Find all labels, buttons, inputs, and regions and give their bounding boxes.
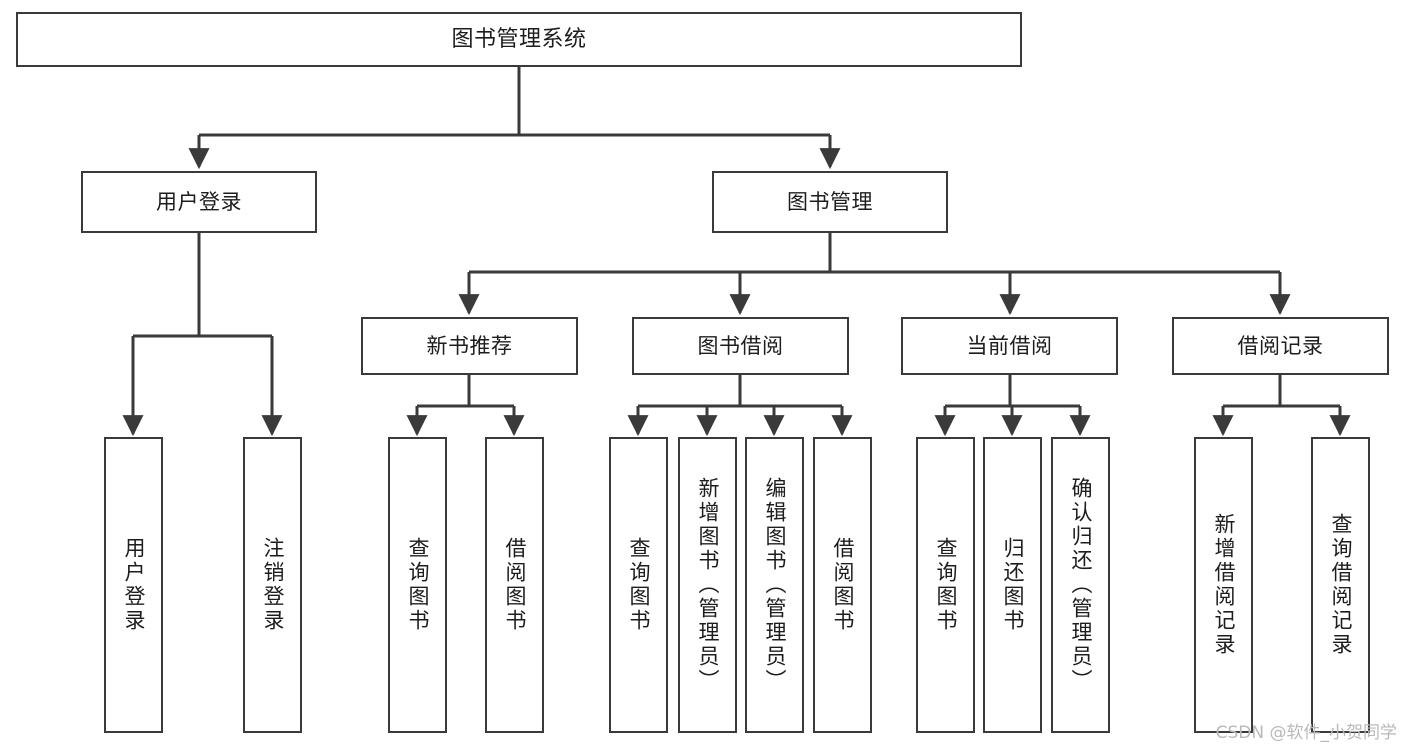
node-book-management[interactable]: 图书管理 xyxy=(712,171,948,233)
leaf-confirm-return-admin[interactable]: 确认归还（管理员） xyxy=(1051,437,1110,733)
leaf-query-book-recommend[interactable]: 查询图书 xyxy=(388,437,447,733)
leaf-edit-book-admin[interactable]: 编辑图书（管理员） xyxy=(745,437,804,733)
node-label: 注销登录 xyxy=(261,537,285,633)
node-label: 新增借阅记录 xyxy=(1212,513,1236,657)
node-label: 查询图书 xyxy=(627,537,651,633)
node-label: 用户登录 xyxy=(156,189,242,214)
node-label: 确认归还（管理员） xyxy=(1069,477,1093,693)
node-label: 图书借阅 xyxy=(697,333,784,358)
node-label: 借阅记录 xyxy=(1237,333,1324,358)
node-current-borrow[interactable]: 当前借阅 xyxy=(901,317,1118,375)
leaf-user-login[interactable]: 用户登录 xyxy=(104,437,163,733)
leaf-borrow-book[interactable]: 借阅图书 xyxy=(813,437,872,733)
node-label: 图书管理 xyxy=(787,189,873,214)
node-label: 新书推荐 xyxy=(426,333,513,358)
leaf-add-book-admin[interactable]: 新增图书（管理员） xyxy=(678,437,737,733)
node-label: 查询图书 xyxy=(406,537,430,633)
node-borrow-record[interactable]: 借阅记录 xyxy=(1172,317,1389,375)
leaf-query-borrow-record[interactable]: 查询借阅记录 xyxy=(1311,437,1370,733)
node-label: 用户登录 xyxy=(122,537,146,633)
node-label: 归还图书 xyxy=(1001,537,1025,633)
node-label: 编辑图书（管理员） xyxy=(763,477,787,693)
node-new-book-recommend[interactable]: 新书推荐 xyxy=(361,317,578,375)
leaf-return-book[interactable]: 归还图书 xyxy=(983,437,1042,733)
node-label: 当前借阅 xyxy=(966,333,1053,358)
node-book-borrow[interactable]: 图书借阅 xyxy=(632,317,849,375)
leaf-query-book-current[interactable]: 查询图书 xyxy=(916,437,975,733)
node-label: 图书管理系统 xyxy=(451,26,587,52)
leaf-add-borrow-record[interactable]: 新增借阅记录 xyxy=(1194,437,1253,733)
csdn-watermark: CSDN @软件_小贺同学 xyxy=(1215,723,1397,743)
node-label: 查询图书 xyxy=(934,537,958,633)
node-label: 借阅图书 xyxy=(831,537,855,633)
node-label: 借阅图书 xyxy=(503,537,527,633)
node-label: 查询借阅记录 xyxy=(1329,513,1353,657)
leaf-borrow-book-recommend[interactable]: 借阅图书 xyxy=(485,437,544,733)
leaf-query-book-borrow[interactable]: 查询图书 xyxy=(609,437,668,733)
node-label: 新增图书（管理员） xyxy=(696,477,720,693)
node-root-book-management-system[interactable]: 图书管理系统 xyxy=(16,12,1022,67)
node-user-login[interactable]: 用户登录 xyxy=(81,171,317,233)
leaf-logout[interactable]: 注销登录 xyxy=(243,437,302,733)
